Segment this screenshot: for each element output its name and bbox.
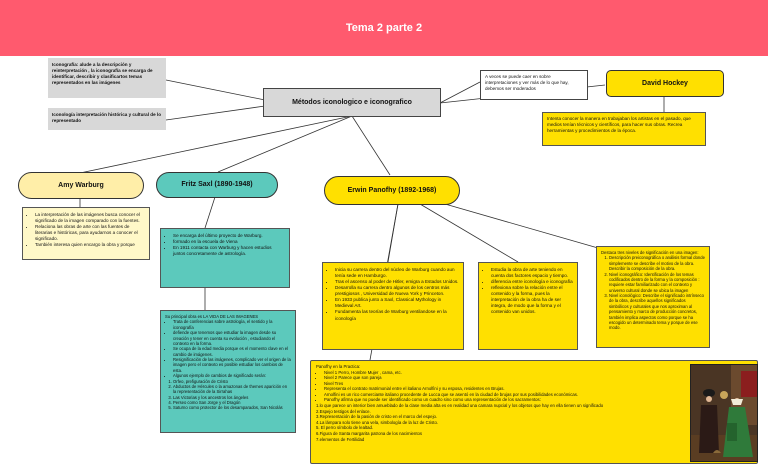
connector-iconologia <box>165 105 266 121</box>
connector-saxl <box>217 115 353 173</box>
definition-iconologia: Iconología interpretación histórica y cu… <box>48 108 166 130</box>
bed-icon <box>741 371 757 397</box>
saxl-node: Fritz Saxl (1890-1948) <box>156 172 278 198</box>
connector-warburg <box>79 115 353 174</box>
painting-illustration <box>691 365 757 461</box>
main-concept-node: Métodos iconologico e iconografico <box>263 88 441 117</box>
saxl-study: Su principal obra es LA VIDA DE LAS IMAG… <box>160 310 296 433</box>
connector-side-note <box>439 81 481 104</box>
connector-saxl-text <box>204 196 216 229</box>
arnolfini-painting-image <box>690 364 758 462</box>
mirror-icon <box>720 391 728 399</box>
side-note: A veces se puede caer en sobre interpret… <box>480 70 588 100</box>
panofsky-practice: Panofhy en la Practica: Nivel 1 Perro, H… <box>310 360 758 464</box>
saxl-text: Se encarga del último proyecto de Warbur… <box>160 228 290 288</box>
woman-figure-icon <box>723 407 753 457</box>
page-title: Tema 2 parte 2 <box>345 22 423 34</box>
panofsky-col2: Estudia la obra de arte teniendo en cuen… <box>478 262 578 350</box>
warburg-node: Amy Warburg <box>18 172 144 199</box>
hat-icon <box>703 389 715 397</box>
connector-iconografia <box>165 79 266 101</box>
connector-panofsky <box>351 115 391 176</box>
header-banner: Tema 2 parte 2 <box>0 0 768 56</box>
connector-panofsky-levels <box>444 203 599 249</box>
hockney-node: David Hockey <box>606 70 724 97</box>
panofsky-node: Erwin Panofhy (1892-1968) <box>324 176 460 205</box>
man-figure-icon <box>699 405 719 453</box>
panofsky-col1: Inicia su carrera dentro del núcleo de W… <box>322 262 464 350</box>
panofsky-levels: Destaca tres niveles de significación en… <box>596 246 710 348</box>
warburg-text: La interpretación de las imágenes busca … <box>22 207 150 260</box>
hockney-text: Intenta conocer la manera en trabajaban … <box>542 112 706 146</box>
definition-iconografia: Iconografía: alude a la descripción y re… <box>48 58 166 98</box>
connector-panofsky-col2 <box>419 203 519 263</box>
dog-icon <box>713 450 721 453</box>
